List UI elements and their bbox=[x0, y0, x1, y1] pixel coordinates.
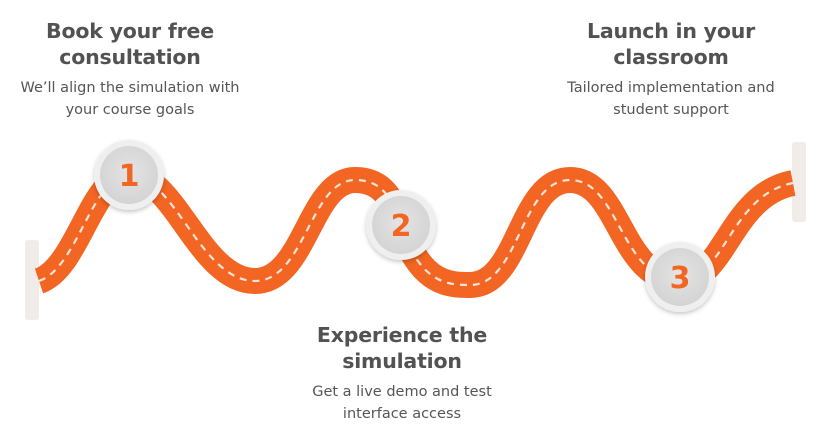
step-3-desc-line: student support bbox=[613, 102, 729, 118]
step-3-text: Launch in your classroom Tailored implem… bbox=[551, 18, 791, 121]
step-marker-2-number: 2 bbox=[391, 209, 412, 244]
step-marker-3 bbox=[645, 242, 715, 312]
step-1-desc-line: We’ll align the simulation with bbox=[20, 80, 240, 96]
step-3-description: Tailored implementation and student supp… bbox=[551, 77, 791, 121]
end-post bbox=[792, 142, 806, 222]
step-1-desc-line: your course goals bbox=[65, 102, 195, 118]
step-marker-2 bbox=[366, 190, 436, 260]
step-2-title-line: simulation bbox=[342, 349, 462, 373]
step-2-description: Get a live demo and test interface acces… bbox=[282, 381, 522, 425]
step-3-title-line: classroom bbox=[613, 45, 729, 69]
step-2-title: Experience the simulation bbox=[282, 322, 522, 374]
step-3-title: Launch in your classroom bbox=[551, 18, 791, 70]
step-2-desc-line: interface access bbox=[342, 406, 462, 422]
step-marker-3-number: 3 bbox=[670, 261, 691, 296]
step-marker-1-number: 1 bbox=[119, 159, 140, 194]
step-marker-1 bbox=[94, 140, 164, 210]
start-post bbox=[25, 240, 39, 320]
step-1-title-line: Book your free bbox=[46, 19, 214, 43]
step-2-desc-line: Get a live demo and test bbox=[312, 384, 492, 400]
step-3-title-line: Launch in your bbox=[586, 19, 756, 43]
step-3-desc-line: Tailored implementation and bbox=[567, 80, 775, 96]
step-1-title-line: consultation bbox=[59, 45, 201, 69]
step-2-title-line: Experience the bbox=[316, 323, 488, 347]
step-1-text: Book your free consultation We’ll align … bbox=[10, 18, 250, 121]
step-2-text: Experience the simulation Get a live dem… bbox=[282, 322, 522, 425]
step-1-title: Book your free consultation bbox=[10, 18, 250, 70]
step-1-description: We’ll align the simulation with your cou… bbox=[10, 77, 250, 121]
